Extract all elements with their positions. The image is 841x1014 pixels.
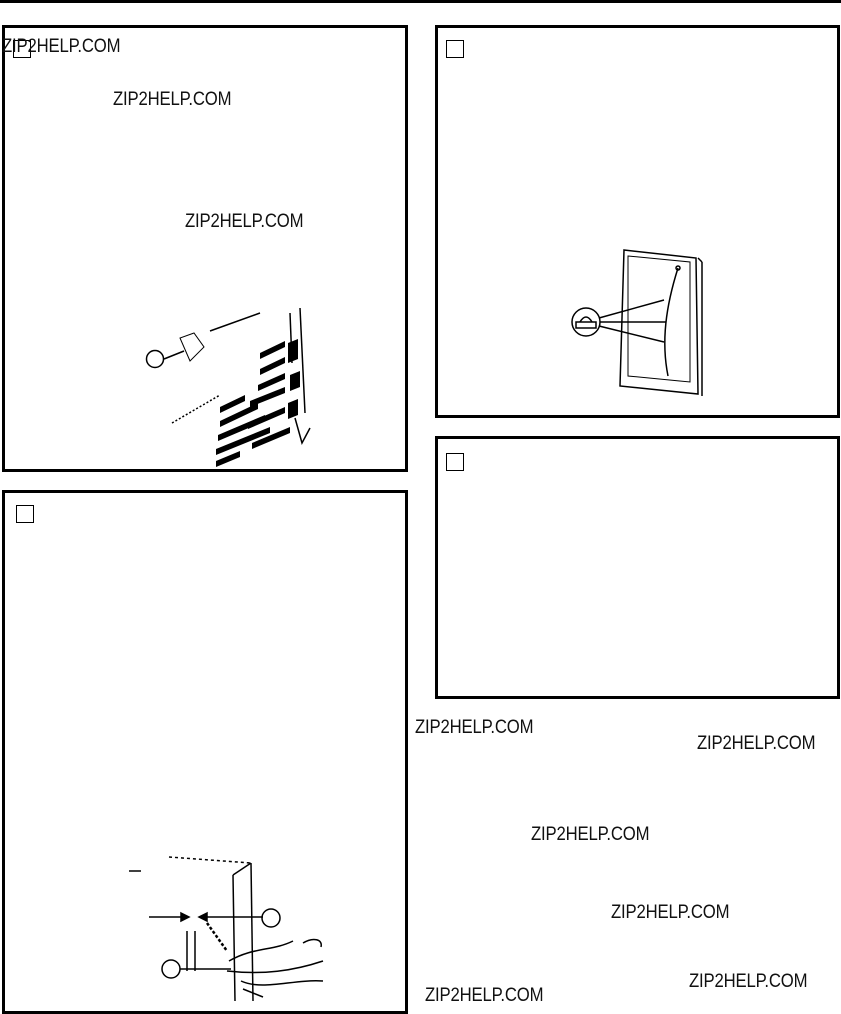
watermark-text: ZIP2HELP.COM <box>697 733 816 754</box>
watermark-text: ZIP2HELP.COM <box>689 971 808 992</box>
panel-middle-right <box>435 436 840 699</box>
grille-screw-illustration <box>145 307 311 467</box>
water-line-connection-illustration <box>129 856 324 1002</box>
panel-top-left <box>2 25 408 472</box>
step-checkbox <box>446 40 464 58</box>
watermark-text: ZIP2HELP.COM <box>415 717 534 738</box>
step-checkbox <box>13 40 31 58</box>
watermark-text: ZIP2HELP.COM <box>531 824 650 845</box>
watermark-text: ZIP2HELP.COM <box>113 89 232 110</box>
page-top-rule <box>0 0 841 3</box>
watermark-text: ZIP2HELP.COM <box>2 36 121 57</box>
watermark-text: ZIP2HELP.COM <box>611 902 730 923</box>
step-checkbox <box>16 505 34 523</box>
panel-bottom-left <box>2 490 408 1014</box>
watermark-text: ZIP2HELP.COM <box>185 211 304 232</box>
refrigerator-tubing-illustration <box>571 249 703 396</box>
panel-top-right <box>435 25 840 418</box>
watermark-text: ZIP2HELP.COM <box>425 985 544 1006</box>
step-checkbox <box>446 453 464 471</box>
